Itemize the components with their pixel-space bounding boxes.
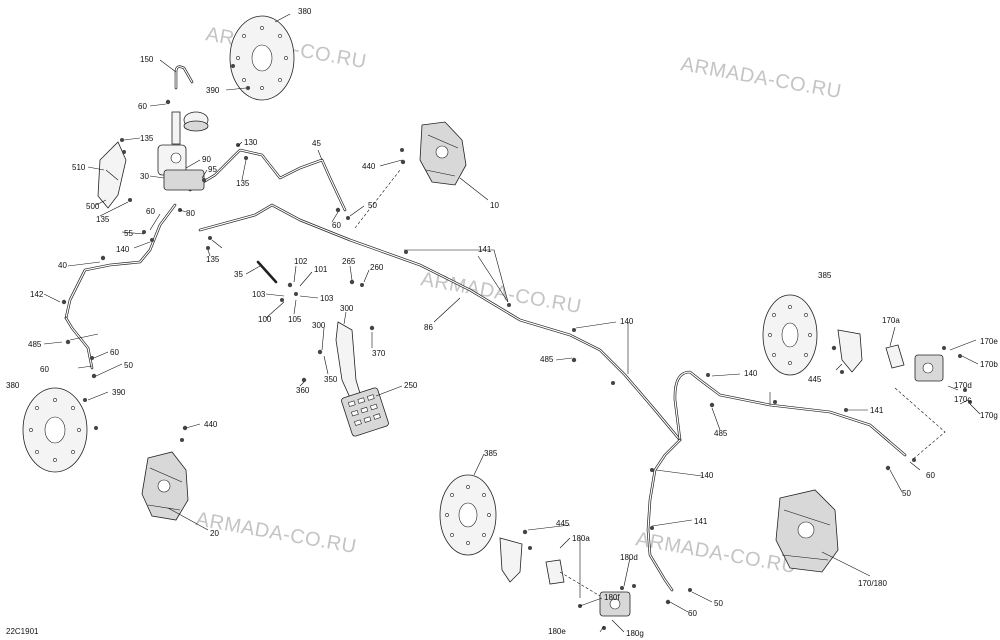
part-label: 445 [556,519,570,528]
part-label: 300 [340,304,354,313]
part-label: 55 [124,229,133,238]
part-label: 142 [30,290,44,299]
part-label: 380 [298,7,312,16]
part-label: 170e [980,337,998,346]
part-label: 50 [902,489,911,498]
part-label: 180e [548,627,566,636]
part-label: 300 [312,321,326,330]
part-label: 60 [40,365,49,374]
caliper-rear-left [499,537,631,617]
part-label: 485 [714,429,728,438]
brake-disc-rear-right [762,294,818,376]
part-label: 140 [744,369,758,378]
part-label: 50 [714,599,723,608]
brake-disc-rear-left [439,474,497,556]
part-label: 390 [112,388,126,397]
fittings [61,64,972,630]
part-label: 130 [244,138,258,147]
brake-disc-front-top [229,15,295,101]
part-label: 180a [572,534,590,543]
part-label: 135 [96,215,110,224]
part-label: 440 [362,162,376,171]
diagram-reference-code: 22C1901 [6,627,39,636]
part-label: 86 [424,323,433,332]
part-label: 141 [478,245,492,254]
part-label: 60 [138,102,147,111]
part-label: 40 [58,261,67,270]
part-label: 60 [146,207,155,216]
reservoir-cap [183,111,209,132]
part-label: 30 [140,172,149,181]
part-label: 485 [540,355,554,364]
part-label: 50 [368,201,377,210]
knuckle-bottom-right [775,489,839,573]
part-label: 170c [954,395,971,404]
part-label: 141 [694,517,708,526]
part-label: 45 [312,139,321,148]
part-label: 170/180 [858,579,887,588]
part-label: 60 [332,221,341,230]
part-label: 135 [206,255,220,264]
part-label: 90 [202,155,211,164]
part-label: 105 [288,315,302,324]
part-label: 140 [620,317,634,326]
watermark: ARMADA-CO.RU [679,53,843,103]
part-labels: 380 150 390 60 135 510 500 135 60 55 140… [6,7,998,638]
knuckle-top-right [419,121,467,186]
part-label: 50 [124,361,133,370]
part-label: 385 [484,449,498,458]
part-label: 100 [258,315,272,324]
part-label: 60 [110,348,119,357]
watermark-group: ARMADA-CO.RU ARMADA-CO.RU ARMADA-CO.RU A… [194,23,843,578]
part-label: 103 [320,294,334,303]
part-label: 150 [140,55,154,64]
part-label: 440 [204,420,218,429]
caliper-rear-right [837,329,944,382]
part-label: 35 [234,270,243,279]
part-label: 370 [372,349,386,358]
part-label: 102 [294,257,308,266]
pushrod [256,260,278,284]
part-label: 170d [954,381,972,390]
part-label: 390 [206,86,220,95]
part-label: 180d [620,553,638,562]
part-label: 260 [370,263,384,272]
part-label: 380 [6,381,20,390]
part-label: 60 [688,609,697,618]
part-label: 265 [342,257,356,266]
master-cylinder [157,111,205,191]
part-label: 180g [626,629,644,638]
part-label: 135 [236,179,250,188]
part-label: 170g [980,411,998,420]
part-label: 95 [208,165,217,174]
bracket [97,141,127,209]
part-label: 180f [604,593,620,602]
leader-lines [43,13,981,633]
part-label: 510 [72,163,86,172]
part-label: 360 [296,386,310,395]
part-label: 500 [86,202,100,211]
part-label: 60 [926,471,935,480]
part-label: 140 [116,245,130,254]
brake-lines [64,65,907,592]
part-label: 101 [314,265,328,274]
part-label: 170b [980,360,998,369]
part-label: 170a [882,316,900,325]
part-label: 103 [252,290,266,299]
part-label: 10 [490,201,499,210]
part-label: 80 [186,209,195,218]
part-label: 485 [28,340,42,349]
part-label: 350 [324,375,338,384]
part-label: 20 [210,529,219,538]
part-label: 135 [140,134,154,143]
part-label: 385 [818,271,832,280]
brake-disc-front-left [22,387,88,473]
part-label: 141 [870,406,884,415]
knuckle-bottom-left [141,451,189,521]
brake-pedal [335,321,389,437]
part-label: 445 [808,375,822,384]
part-label: 140 [700,471,714,480]
part-label: 250 [404,381,418,390]
